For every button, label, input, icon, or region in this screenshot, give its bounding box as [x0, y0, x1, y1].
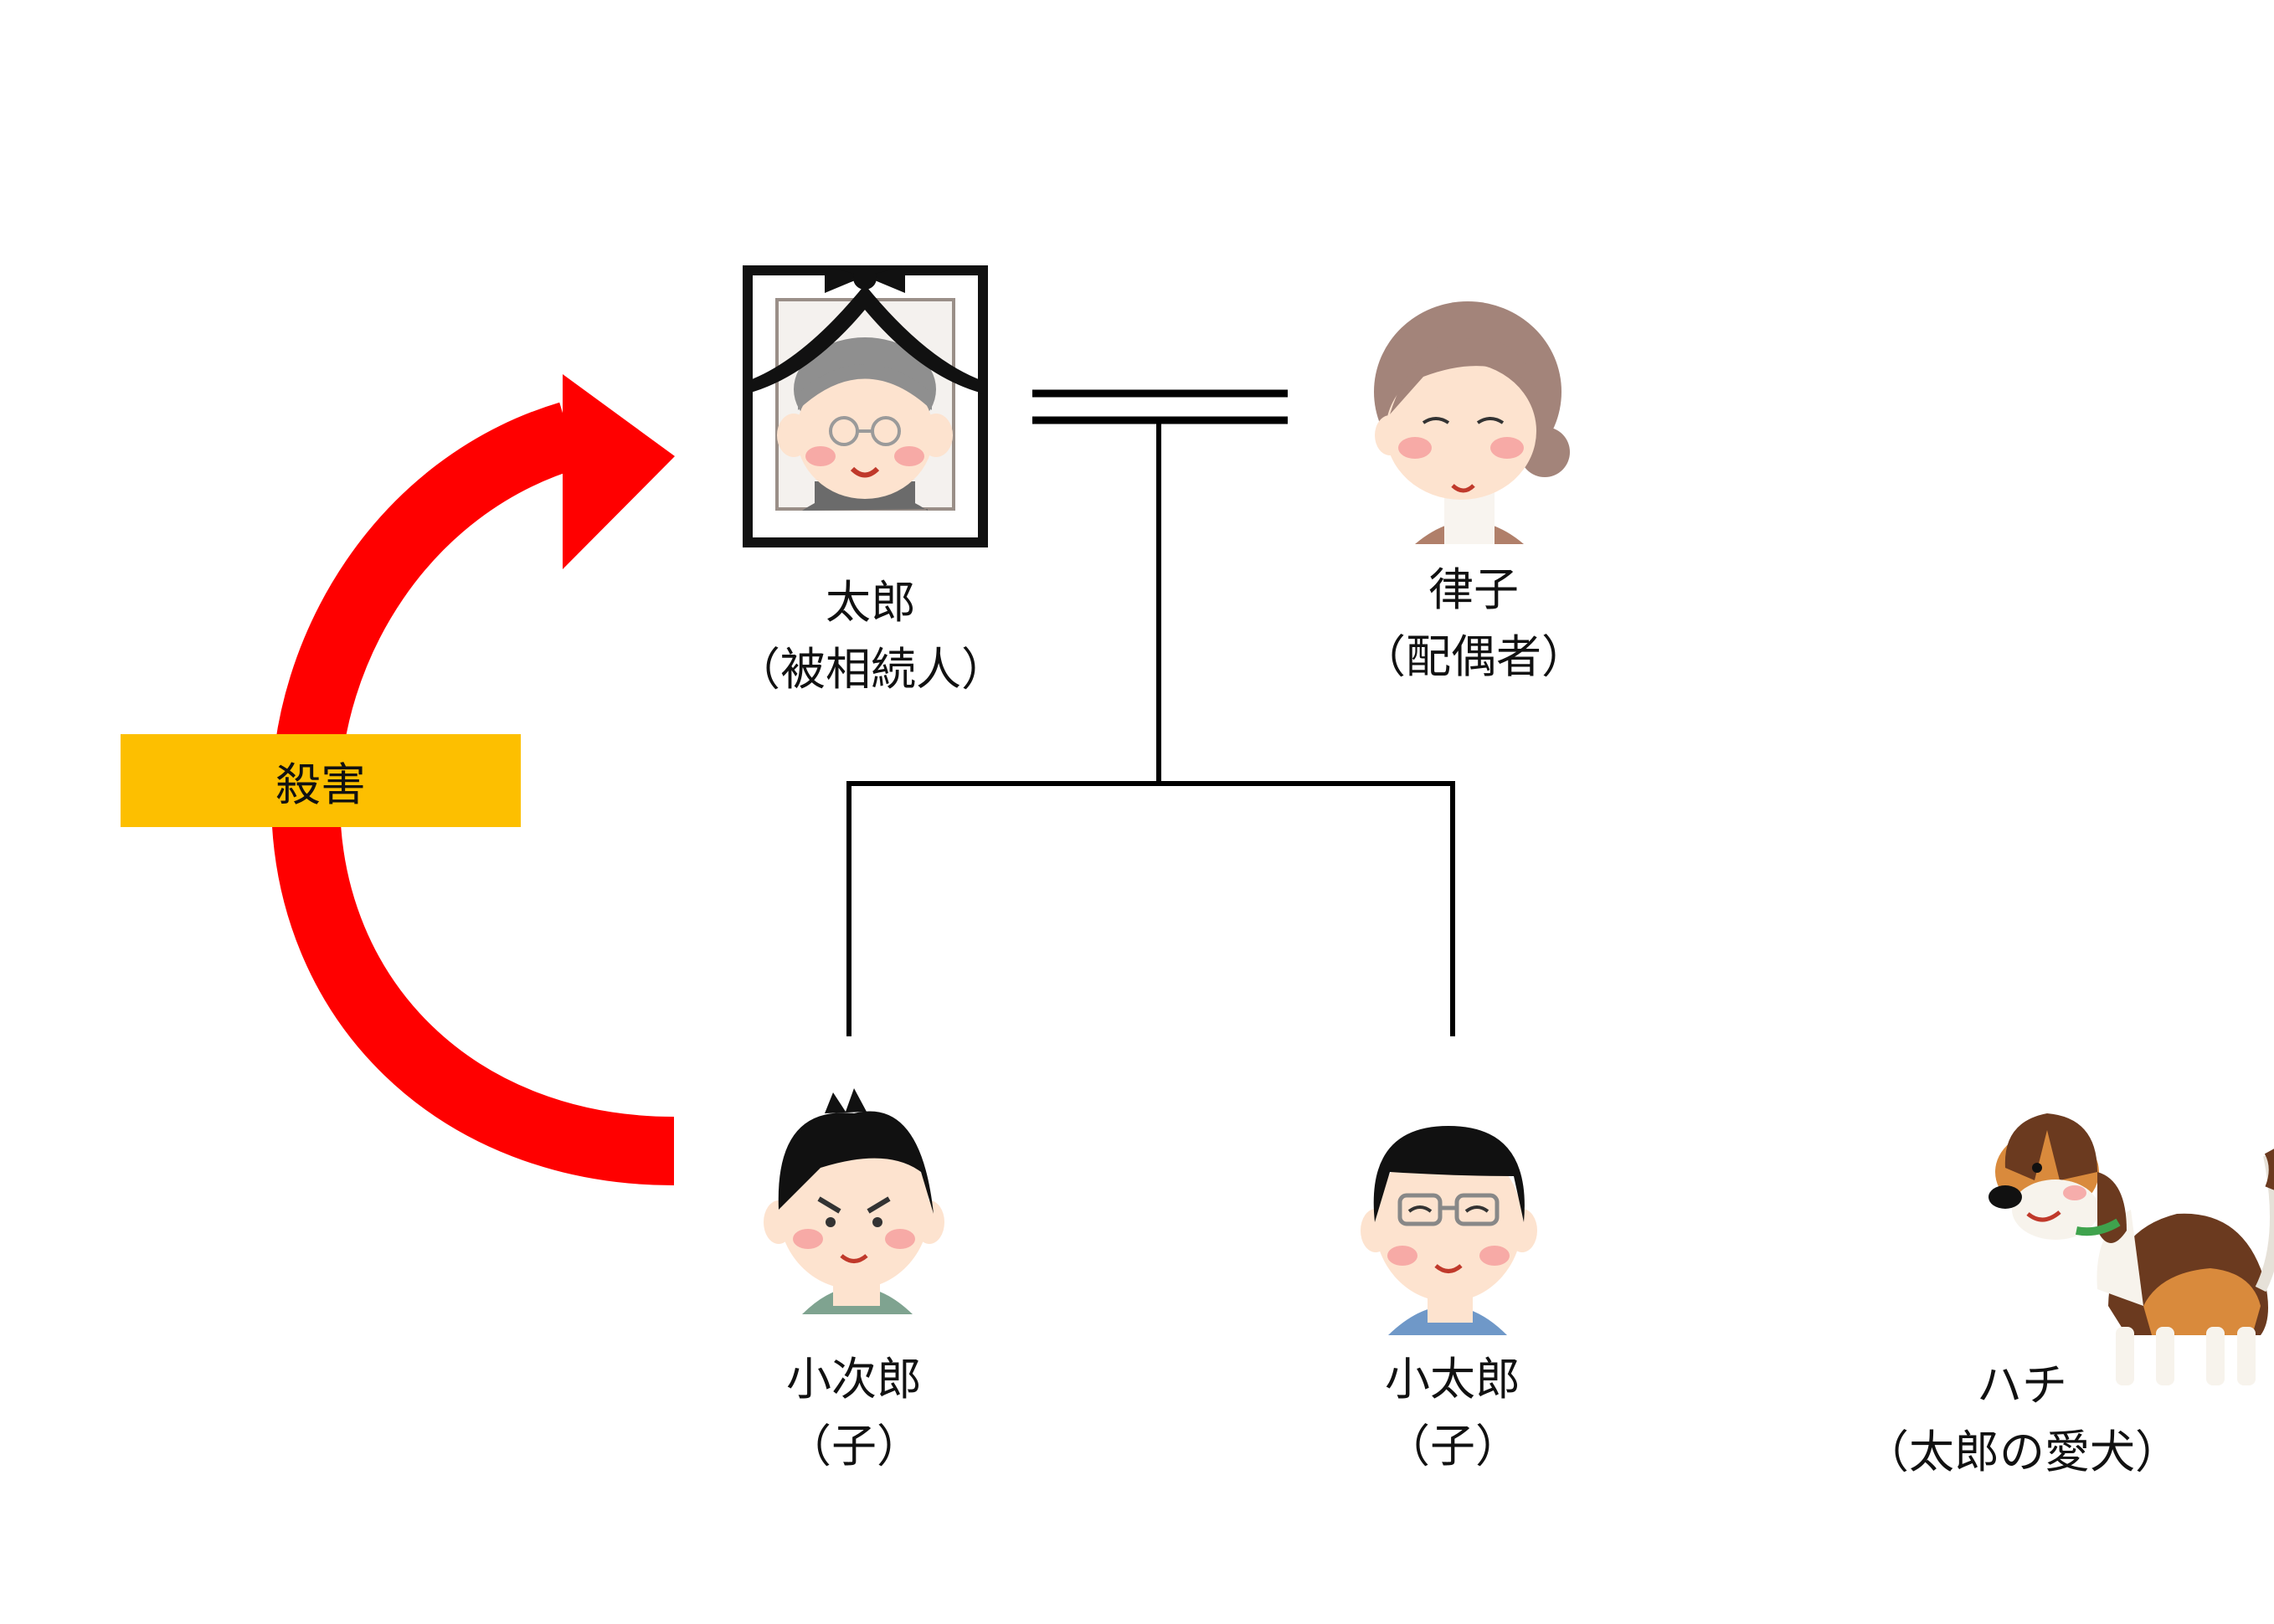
arrow-head — [563, 374, 675, 569]
person-label-ritsuko: 律子 （配偶者） — [1222, 557, 1725, 691]
descent-lines — [846, 419, 1455, 1036]
person-label-kojiro: 小次郎 （子） — [603, 1346, 1105, 1480]
person-name: ハチ — [1977, 1359, 2067, 1411]
person-label-hachi: ハチ （太郎の愛犬） — [1771, 1352, 2273, 1486]
person-name: 律子 — [1428, 563, 1519, 616]
person-label-taro: 太郎 （被相続人） — [620, 569, 1122, 703]
person-role: （太郎の愛犬） — [1864, 1426, 2180, 1478]
person-name: 小次郎 — [786, 1353, 922, 1406]
relation-label: 殺害 — [275, 758, 366, 811]
elderly-woman-icon — [1374, 301, 1570, 544]
person-role: （子） — [786, 1420, 922, 1472]
angry-young-man-icon — [764, 1088, 944, 1314]
person-role: （被相続人） — [735, 643, 1006, 696]
beagle-dog-icon — [1988, 1113, 2274, 1385]
marriage-line — [1032, 389, 1288, 424]
smiling-young-man-glasses-icon — [1361, 1126, 1537, 1335]
person-label-kotaro: 小太郎 （子） — [1201, 1346, 1704, 1480]
person-name: 小太郎 — [1385, 1353, 1520, 1406]
person-role: （配偶者） — [1361, 630, 1587, 683]
elderly-man-memorial-portrait-icon — [743, 265, 988, 547]
person-role: （子） — [1385, 1420, 1520, 1472]
person-name: 太郎 — [826, 576, 916, 629]
relation-tag: 殺害 — [121, 734, 521, 827]
